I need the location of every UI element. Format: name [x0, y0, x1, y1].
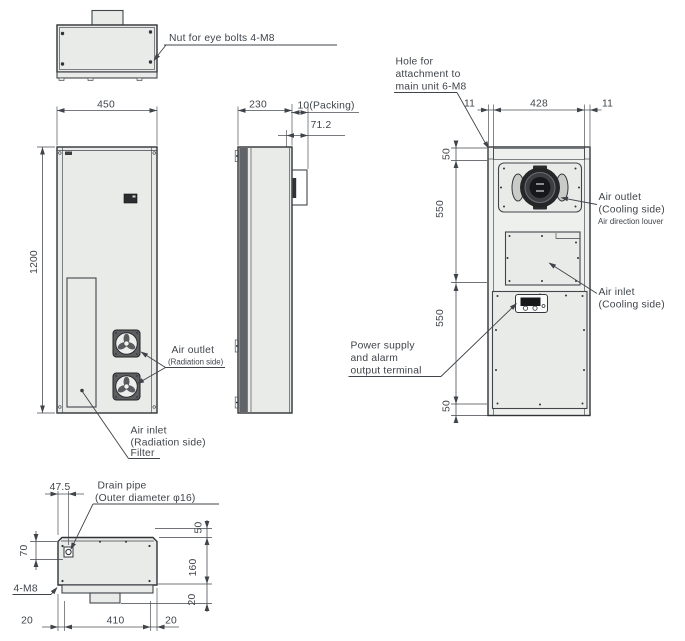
svg-text:Drain pipe: Drain pipe — [98, 481, 147, 492]
rear-dim-chain: 50 550 550 50 — [435, 140, 488, 423]
svg-text:4-M8: 4-M8 — [14, 584, 38, 595]
svg-text:(Cooling side): (Cooling side) — [599, 205, 665, 216]
radiation-fan-icon — [112, 329, 141, 358]
cooling-inlet-panel — [504, 231, 581, 286]
svg-text:Filter: Filter — [131, 448, 155, 459]
nameplate — [123, 193, 138, 204]
bottom-dim-right-chain: 50 160 20 — [121, 520, 212, 612]
filter-panel — [66, 277, 97, 408]
cooling-fan-icon — [511, 165, 569, 210]
svg-text:Air inlet: Air inlet — [131, 426, 167, 437]
top-base-band — [56, 71, 158, 79]
svg-text:(Radiation side): (Radiation side) — [131, 438, 206, 449]
side-terminal-box — [291, 169, 308, 206]
bottom-dim-chain: 20 410 20 — [21, 588, 179, 631]
front-air-outlet-label: Air outlet (Radiation side) — [135, 345, 225, 387]
dim-410: 410 — [107, 616, 125, 627]
front-view: 450 1200 — [29, 100, 225, 459]
dim-50-right: 50 — [194, 522, 205, 534]
drain-pipe — [63, 546, 74, 558]
dim-160: 160 — [188, 559, 199, 577]
bottom-dim-drain-y: 70 — [19, 531, 63, 570]
nut-label: Nut for eye bolts 4-M8 — [169, 33, 275, 44]
dim-1200: 1200 — [29, 250, 40, 274]
svg-text:(Outer diameter φ16): (Outer diameter φ16) — [95, 493, 196, 504]
dim-428: 428 — [530, 99, 548, 110]
rear-hole-label: Hole for attachment to main unit 6-M8 — [394, 57, 492, 150]
svg-text:Air direction louver: Air direction louver — [598, 217, 664, 226]
svg-text:Air inlet: Air inlet — [599, 287, 635, 298]
dim-47-5: 47.5 — [50, 482, 71, 493]
dim-71-2: 71.2 — [311, 120, 332, 131]
svg-text:output terminal: output terminal — [351, 366, 422, 377]
bottom-base-band — [61, 584, 154, 594]
dim-450: 450 — [97, 100, 115, 111]
svg-text:(Radiation side): (Radiation side) — [168, 358, 224, 367]
svg-text:main unit 6-M8: main unit 6-M8 — [396, 82, 467, 93]
dim-11-left: 11 — [464, 99, 475, 110]
dim-550-lower: 550 — [435, 309, 446, 327]
rear-view: Hole for attachment to main unit 6-M8 11… — [348, 57, 665, 423]
svg-text:(Cooling side): (Cooling side) — [599, 300, 665, 311]
side-dim-packing: 10(Packing) — [291, 101, 359, 115]
radiation-fan-icon — [112, 372, 141, 401]
top-body — [56, 24, 158, 73]
svg-text:Air outlet: Air outlet — [172, 345, 215, 356]
dim-230: 230 — [249, 100, 267, 111]
bottom-duct — [89, 592, 121, 604]
svg-text:Hole for: Hole for — [396, 57, 434, 68]
top-duct — [91, 9, 124, 26]
dim-550-upper: 550 — [435, 200, 446, 218]
dim-20-left: 20 — [21, 616, 33, 627]
front-air-inlet-label: Air inlet (Radiation side) Filter — [81, 390, 206, 459]
dim-70: 70 — [19, 545, 30, 557]
dim-50-bottom: 50 — [442, 400, 453, 412]
front-dim-height: 1200 — [29, 146, 55, 414]
drain-label: Drain pipe (Outer diameter φ16) — [68, 481, 219, 552]
bottom-dim-drain-x: 47.5 — [45, 482, 84, 545]
eye-bolt-nut — [148, 30, 153, 34]
svg-text:Air outlet: Air outlet — [599, 192, 642, 203]
eye-bolt-nut — [60, 31, 65, 36]
bolt-label: 4-M8 — [12, 584, 60, 595]
dim-50-top: 50 — [442, 148, 453, 160]
svg-text:Power supply: Power supply — [351, 341, 416, 352]
dim-20-depth: 20 — [187, 594, 198, 606]
rear-air-outlet-label: Air outlet (Cooling side) Air direction … — [560, 192, 665, 226]
eye-bolt-nut — [148, 60, 153, 64]
dim-20-right: 20 — [165, 616, 177, 627]
terminal-block — [515, 294, 548, 313]
side-dim-depth: 230 — [237, 100, 309, 169]
top-view: Nut for eye bolts 4-M8 — [56, 9, 337, 81]
svg-text:and alarm: and alarm — [351, 353, 399, 364]
dim-packing: 10(Packing) — [298, 101, 355, 112]
eye-bolt-nut — [60, 62, 65, 66]
brand-logo — [65, 151, 72, 155]
bottom-view: 47.5 Drain pipe (Outer diameter φ16) 70 … — [12, 481, 219, 631]
side-front-face — [239, 148, 248, 412]
bottom-body — [57, 536, 158, 586]
rear-air-inlet-label: Air inlet (Cooling side) — [547, 260, 665, 311]
rear-dim-top: 11 428 11 — [464, 99, 613, 147]
front-dim-width: 450 — [56, 100, 158, 146]
svg-text:attachment to: attachment to — [396, 69, 461, 80]
front-body — [56, 146, 158, 414]
dim-11-right: 11 — [602, 99, 613, 110]
side-view: 230 10(Packing) 71.2 — [234, 100, 359, 414]
power-terminal-label: Power supply and alarm output terminal — [348, 301, 519, 377]
